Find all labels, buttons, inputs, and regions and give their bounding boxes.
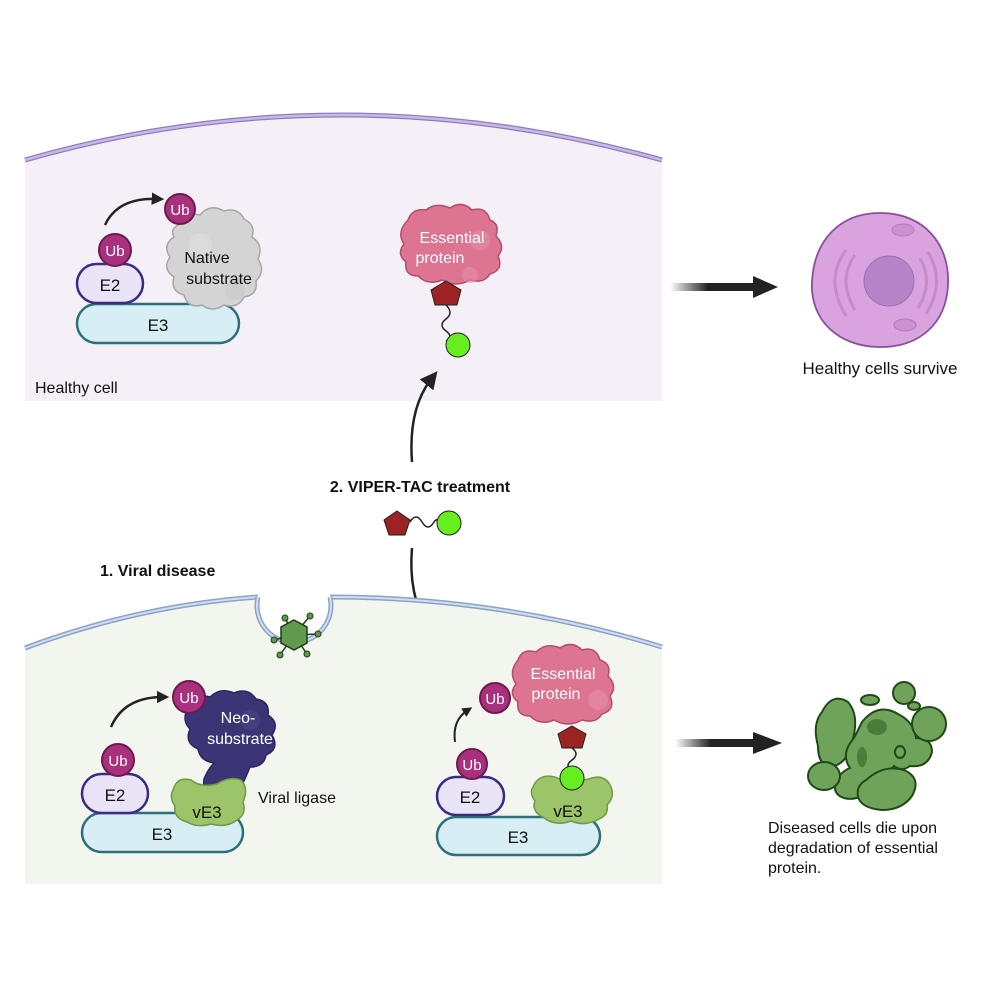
e3-ligand bbox=[559, 765, 585, 791]
viper-tac-bound bbox=[557, 725, 587, 791]
e2-enzyme: E2 bbox=[80, 772, 150, 815]
ub-label: Ub bbox=[108, 753, 127, 770]
e3-ligand bbox=[436, 510, 462, 536]
e2-enzyme: E2 bbox=[435, 775, 506, 817]
ub-label: Ub bbox=[179, 690, 198, 707]
warhead-pentagon bbox=[383, 510, 411, 536]
e2-label: E2 bbox=[105, 786, 126, 805]
e3-ligase: E3 bbox=[435, 815, 602, 857]
native-substrate: Native substrate bbox=[166, 207, 263, 310]
outcome-arrow-diseased bbox=[675, 732, 782, 754]
diseased-outcome-line3: protein. bbox=[768, 860, 821, 877]
ub-label: Ub bbox=[462, 757, 481, 774]
e2-enzyme: E2 bbox=[75, 262, 145, 305]
viral-disease-title: 1. Viral disease bbox=[100, 563, 215, 580]
ve3-label: vE3 bbox=[553, 802, 582, 821]
e3-label: E3 bbox=[148, 316, 169, 335]
diseased-outcome-line1: Diseased cells die upon bbox=[768, 820, 937, 837]
healthy-cell-panel: E3 E2 Native substrate Ub Ub bbox=[24, 112, 663, 401]
essential-label-line1: Essential bbox=[531, 666, 596, 683]
dying-cell-nucleus-fragments bbox=[857, 719, 887, 767]
essential-protein: Essential protein bbox=[511, 643, 615, 725]
ub-label: Ub bbox=[170, 202, 189, 219]
e3-label: E3 bbox=[152, 825, 173, 844]
essential-label-line2: protein bbox=[416, 250, 465, 267]
outcome-arrow-healthy bbox=[670, 276, 778, 298]
healthy-cell-icon bbox=[811, 212, 949, 348]
viral-ligase-label: Viral ligase bbox=[258, 790, 336, 807]
substrate-label-line2: substrate bbox=[207, 731, 273, 748]
substrate-label-line2: substrate bbox=[186, 271, 252, 288]
transfer-arrow bbox=[453, 707, 473, 743]
ubiquitin-on-e2: Ub bbox=[98, 233, 132, 267]
ubiquitin-on-e2: Ub bbox=[456, 748, 488, 780]
transfer-arrow bbox=[103, 192, 165, 226]
dying-cell-icon bbox=[807, 681, 947, 812]
ubiquitin-transferred: Ub bbox=[164, 193, 196, 225]
e3-label: E3 bbox=[508, 828, 529, 847]
ve3-label: vE3 bbox=[192, 803, 221, 822]
healthy-outcome-label: Healthy cells survive bbox=[803, 359, 958, 378]
linker bbox=[409, 516, 439, 528]
e3-ligand bbox=[445, 332, 471, 358]
ub-label: Ub bbox=[485, 691, 504, 708]
diseased-cell-panel: E3 E2 Neo- substrate vE3 Viral ligase Ub… bbox=[24, 594, 663, 884]
viper-tac-bound bbox=[430, 280, 471, 358]
e3-ligase: E3 bbox=[75, 302, 241, 345]
essential-label-line1: Essential bbox=[420, 230, 485, 247]
ub-label: Ub bbox=[105, 243, 124, 260]
ubiquitin-transferred: Ub bbox=[172, 680, 206, 714]
nucleus bbox=[863, 255, 915, 307]
essential-label-line2: protein bbox=[532, 686, 581, 703]
viral-e3-ligase: vE3 bbox=[530, 775, 614, 825]
treatment-arrow-up bbox=[410, 371, 438, 463]
diseased-outcome-line2: degradation of essential bbox=[768, 840, 938, 857]
essential-protein: Essential protein bbox=[399, 203, 503, 285]
ubiquitin-on-e2: Ub bbox=[101, 743, 135, 777]
neo-substrate: Neo- substrate bbox=[184, 690, 276, 802]
transfer-arrow bbox=[109, 690, 170, 728]
virus-icon bbox=[270, 612, 322, 659]
viper-tac-molecule bbox=[383, 510, 462, 536]
e2-label: E2 bbox=[100, 276, 121, 295]
treatment-title: 2. VIPER-TAC treatment bbox=[330, 479, 511, 496]
substrate-label-line1: Neo- bbox=[221, 710, 256, 727]
healthy-cell-caption: Healthy cell bbox=[35, 380, 118, 397]
viral-e3-ligase: vE3 bbox=[170, 777, 247, 827]
ubiquitin-transferred: Ub bbox=[479, 682, 511, 714]
e2-label: E2 bbox=[460, 788, 481, 807]
substrate-label-line1: Native bbox=[184, 250, 229, 267]
